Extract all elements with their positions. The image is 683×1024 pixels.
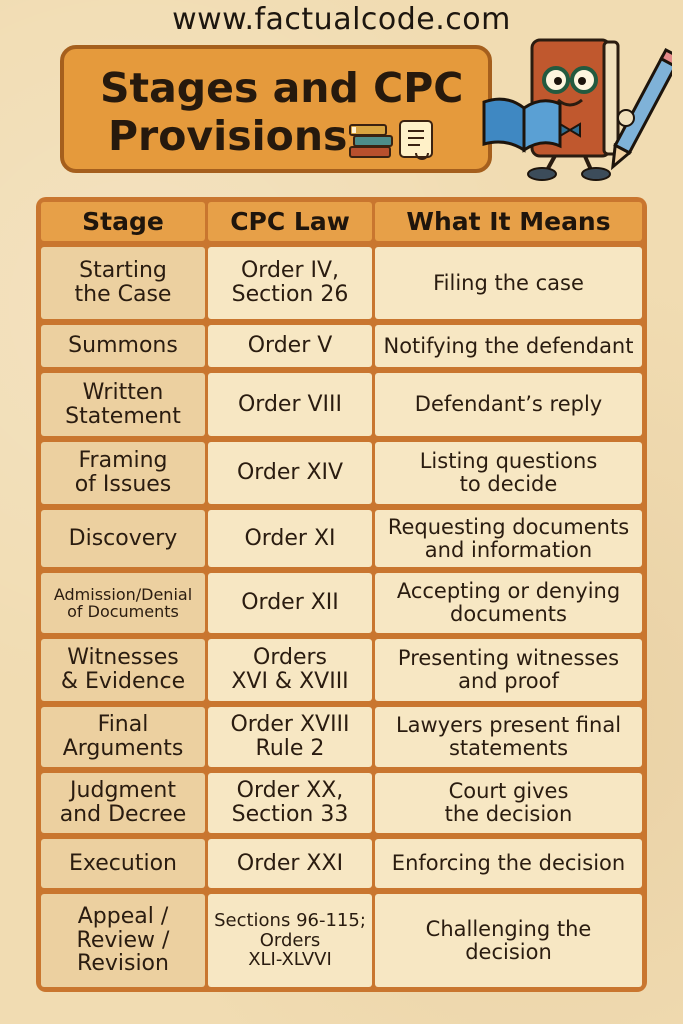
cell-text: Admission/Denial of Documents bbox=[53, 584, 193, 621]
table-cell-stage: Starting the Case bbox=[41, 247, 205, 319]
cell-text: Witnesses & Evidence bbox=[60, 645, 186, 694]
table-cell-stage: Written Statement bbox=[41, 373, 205, 436]
header-meaning: What It Means bbox=[375, 202, 642, 241]
cell-text: Final Arguments bbox=[62, 712, 184, 761]
table-cell-law: Order XI bbox=[208, 510, 372, 567]
table-cell-law: Order XX, Section 33 bbox=[208, 773, 372, 833]
cell-text: Order VIII bbox=[237, 391, 343, 417]
cell-text: Requesting documents and information bbox=[387, 514, 630, 562]
book-mascot-icon bbox=[482, 38, 672, 181]
table-cell-law: Order XIV bbox=[208, 442, 372, 504]
table-cell-stage: Framing of Issues bbox=[41, 442, 205, 504]
cell-text: Court gives the decision bbox=[444, 779, 573, 826]
title-line-2: Provisions bbox=[108, 112, 348, 160]
cell-text: Starting the Case bbox=[74, 258, 172, 307]
cell-text: Written Statement bbox=[65, 379, 181, 429]
cell-text: Order XVIII Rule 2 bbox=[230, 712, 350, 761]
cell-text: Execution bbox=[69, 850, 177, 876]
scroll-icon bbox=[399, 120, 433, 160]
table-cell-meaning: Requesting documents and information bbox=[375, 510, 642, 567]
title-banner: Stages and CPC Provisions bbox=[60, 45, 492, 173]
table-cell-meaning: Court gives the decision bbox=[375, 773, 642, 833]
header-cpc-law: CPC Law bbox=[208, 202, 372, 241]
cell-text: Enforcing the decision bbox=[391, 851, 626, 876]
table-cell-law: Sections 96-115; Orders XLI-XLVVI bbox=[208, 894, 372, 987]
table-cell-law: Order XII bbox=[208, 573, 372, 633]
table-cell-stage: Final Arguments bbox=[41, 707, 205, 767]
table-cell-stage: Witnesses & Evidence bbox=[41, 639, 205, 701]
cell-text: Order IV, Section 26 bbox=[231, 258, 349, 307]
cell-text: Defendant’s reply bbox=[414, 392, 603, 417]
table-cell-meaning: Accepting or denying documents bbox=[375, 573, 642, 633]
table-cell-stage: Judgment and Decree bbox=[41, 773, 205, 833]
table-cell-meaning: Defendant’s reply bbox=[375, 373, 642, 436]
cell-text: Notifying the defendant bbox=[383, 333, 634, 358]
cell-text: Appeal / Review / Revision bbox=[76, 903, 170, 977]
table-cell-stage: Admission/Denial of Documents bbox=[41, 573, 205, 633]
cell-text: Order XI bbox=[244, 525, 336, 551]
table-cell-law: Orders XVI & XVIII bbox=[208, 639, 372, 701]
cell-text: Sections 96-115; Orders XLI-XLVVI bbox=[214, 910, 366, 971]
cell-text: Challenging the decision bbox=[425, 916, 592, 964]
cell-text: Framing of Issues bbox=[74, 448, 172, 497]
cell-text: Lawyers present final statements bbox=[395, 713, 622, 760]
table-cell-law: Order XXI bbox=[208, 839, 372, 888]
table-cell-meaning: Notifying the defendant bbox=[375, 325, 642, 367]
table-cell-meaning: Lawyers present final statements bbox=[375, 707, 642, 767]
books-icon bbox=[349, 124, 393, 158]
table-cell-stage: Summons bbox=[41, 325, 205, 367]
cell-text: Presenting witnesses and proof bbox=[397, 646, 620, 693]
cell-text: Order V bbox=[247, 333, 333, 359]
table-cell-meaning: Presenting witnesses and proof bbox=[375, 639, 642, 701]
cell-text: Judgment and Decree bbox=[59, 778, 187, 827]
table-cell-law: Order VIII bbox=[208, 373, 372, 436]
table-cell-stage: Execution bbox=[41, 839, 205, 888]
cell-text: Filing the case bbox=[433, 270, 584, 295]
table-cell-law: Order V bbox=[208, 325, 372, 367]
cell-text: Order XIV bbox=[236, 460, 344, 486]
header-stage: Stage bbox=[41, 202, 205, 241]
table-cell-meaning: Filing the case bbox=[375, 247, 642, 319]
title-line-1: Stages and CPC bbox=[100, 64, 464, 112]
cell-text: Discovery bbox=[68, 525, 178, 551]
cell-text: Listing questions to decide bbox=[419, 449, 598, 496]
cell-text: Order XII bbox=[241, 590, 339, 616]
books-and-scroll-icon bbox=[349, 120, 433, 160]
table-cell-meaning: Listing questions to decide bbox=[375, 442, 642, 504]
cell-text: Order XX, Section 33 bbox=[231, 778, 349, 827]
table-cell-meaning: Enforcing the decision bbox=[375, 839, 642, 888]
cell-text: Summons bbox=[68, 333, 178, 359]
table-cell-law: Order XVIII Rule 2 bbox=[208, 707, 372, 767]
cell-text: Order XXI bbox=[236, 850, 344, 876]
table-cell-law: Order IV, Section 26 bbox=[208, 247, 372, 319]
cell-text: Orders XVI & XVIII bbox=[231, 645, 349, 694]
table-cell-meaning: Challenging the decision bbox=[375, 894, 642, 987]
table-cell-stage: Appeal / Review / Revision bbox=[41, 894, 205, 987]
table-cell-stage: Discovery bbox=[41, 510, 205, 567]
site-url: www.factualcode.com bbox=[172, 2, 511, 37]
cell-text: Accepting or denying documents bbox=[396, 579, 621, 626]
